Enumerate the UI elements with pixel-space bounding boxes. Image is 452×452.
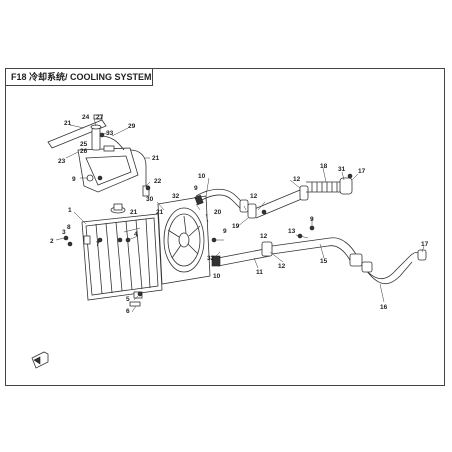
callout-2: 2 xyxy=(50,238,54,245)
callout-1: 1 xyxy=(68,207,72,214)
diagram-title: F18 冷却系统/ COOLING SYSTEM xyxy=(5,68,153,86)
cooling-fan xyxy=(157,195,211,285)
fasteners xyxy=(63,132,353,297)
diagram-frame xyxy=(5,68,445,386)
callout-22: 22 xyxy=(154,178,162,185)
callout-19: 19 xyxy=(232,223,240,230)
callout-16: 16 xyxy=(380,304,388,311)
middle-hose xyxy=(247,185,309,219)
callout-30: 30 xyxy=(146,196,154,203)
callout-9a: 9 xyxy=(72,176,76,183)
callout-25: 25 xyxy=(80,141,88,148)
lower-hose xyxy=(211,237,363,267)
upper-hose xyxy=(194,188,249,213)
callout-5: 5 xyxy=(126,296,130,303)
callout-32b: 32 xyxy=(207,255,215,262)
callout-21a: 21 xyxy=(64,120,72,127)
callout-12d: 12 xyxy=(278,263,286,270)
leader-lines xyxy=(55,117,425,313)
callouts: 1 2 3 4 5 6 7 8 9 9 9 9 10 10 11 12 12 1… xyxy=(50,114,429,315)
callout-4: 4 xyxy=(134,231,138,238)
callout-33: 33 xyxy=(106,130,114,137)
callout-6: 6 xyxy=(126,308,130,315)
radiator xyxy=(81,203,163,307)
callout-32a: 32 xyxy=(172,193,180,200)
callout-29: 29 xyxy=(128,123,136,130)
callout-23: 23 xyxy=(58,158,66,165)
callout-21b: 21 xyxy=(152,155,160,162)
rear-hose xyxy=(361,249,427,284)
corrugated-hose xyxy=(306,177,353,195)
callout-11: 11 xyxy=(256,269,263,276)
callout-18: 18 xyxy=(320,163,328,170)
callout-10a: 10 xyxy=(198,173,206,180)
callout-9c: 9 xyxy=(223,228,227,235)
callout-9d: 9 xyxy=(310,216,314,223)
callout-31: 31 xyxy=(338,166,346,173)
callout-24: 24 xyxy=(82,114,90,121)
callout-12c: 12 xyxy=(260,233,268,240)
callout-12b: 12 xyxy=(293,176,301,183)
callout-20: 20 xyxy=(214,209,222,216)
callout-7: 7 xyxy=(96,241,100,248)
callout-12a: 12 xyxy=(250,193,258,200)
callout-8: 8 xyxy=(67,224,71,231)
callout-27: 27 xyxy=(96,114,104,121)
callout-9b: 9 xyxy=(194,185,198,192)
callout-13: 13 xyxy=(288,228,296,235)
callout-17b: 17 xyxy=(421,241,429,248)
callout-15: 15 xyxy=(320,258,328,265)
front-arrow-icon xyxy=(31,351,49,369)
callout-10b: 10 xyxy=(213,273,221,280)
callout-21c: 21 xyxy=(130,209,138,216)
callout-26: 26 xyxy=(80,148,88,155)
callout-17a: 17 xyxy=(358,168,366,175)
callout-21d: 21 xyxy=(156,209,164,216)
callout-3: 3 xyxy=(62,229,66,236)
